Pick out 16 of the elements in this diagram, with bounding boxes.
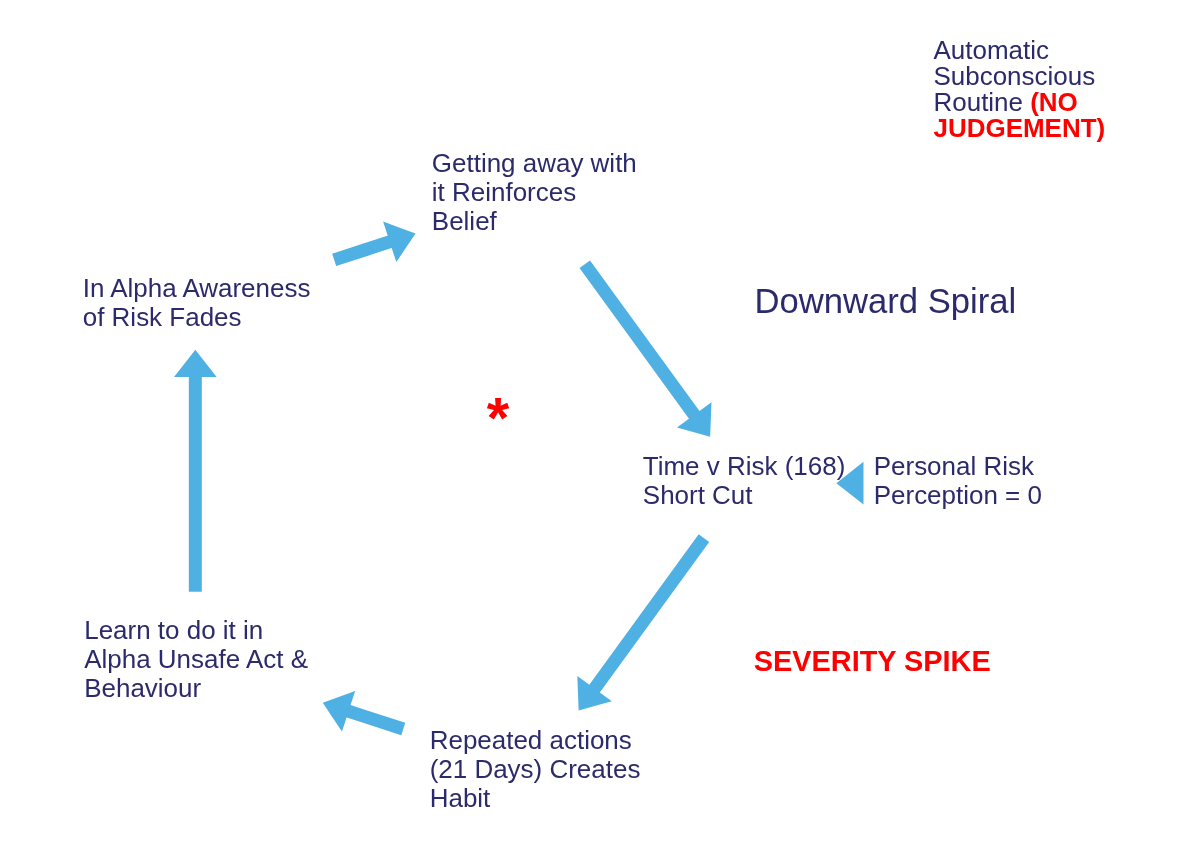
label: Downward Spiral <box>754 282 1016 321</box>
arrow <box>579 260 711 437</box>
node-text: Time v Risk (168) Short Cut <box>642 451 845 510</box>
node-text: Getting away with it Reinforces Belief <box>431 148 637 237</box>
label: SEVERITY SPIKE <box>753 644 991 677</box>
arrow <box>835 461 864 505</box>
arrow <box>331 221 415 267</box>
node-text: Repeated actions (21 Days) Creates Habit <box>429 725 640 813</box>
arrow <box>576 534 709 711</box>
node-text: In Alpha Awareness of Risk Fades <box>82 272 310 332</box>
label: * <box>486 386 509 451</box>
arrow <box>322 690 405 736</box>
node-text: Personal Risk Perception = 0 <box>873 451 1042 510</box>
node-text: Learn to do it in Alpha Unsafe Act & Behaviour <box>83 614 308 703</box>
label: Automatic Subconscious Routine (NO JUDGEMENT) <box>933 35 1105 144</box>
arrow <box>173 349 217 592</box>
